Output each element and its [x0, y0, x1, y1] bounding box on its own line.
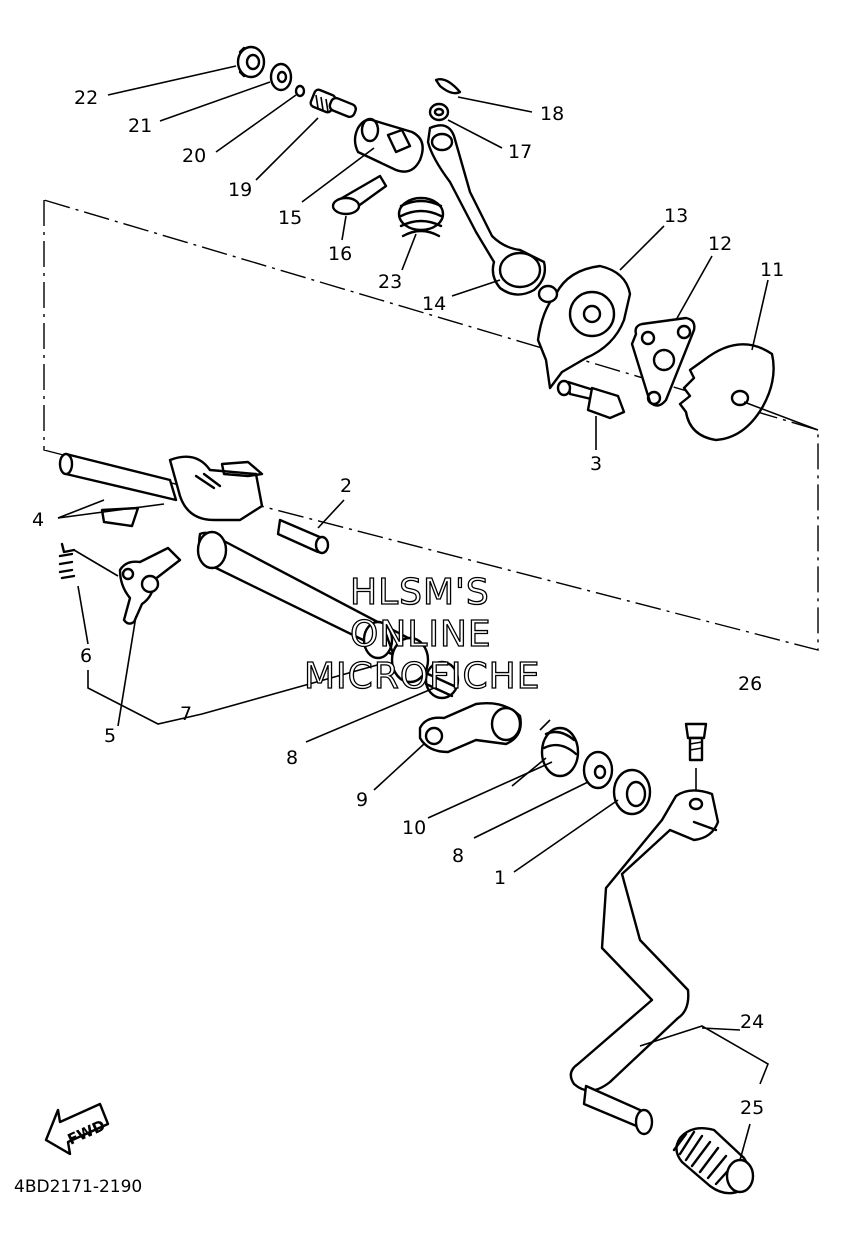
part-5-stopper-lever: [118, 546, 182, 625]
part-8-washer-2: [582, 750, 614, 790]
part-24-shift-pedal: [569, 789, 720, 1136]
callout-13: 13: [664, 205, 688, 227]
callout-labels: 22 21 20 19 18 17 15 16 23 14 13 12 11 3…: [32, 87, 784, 1119]
part-2-pin: [276, 518, 330, 555]
part-15-joint: [353, 117, 424, 173]
part-6-spring: [58, 542, 76, 580]
callout-3: 3: [590, 453, 602, 475]
callout-21: 21: [128, 115, 152, 137]
part-7-shift-shaft: [196, 530, 430, 684]
callout-17: 17: [508, 141, 532, 163]
callout-6: 6: [80, 645, 92, 667]
part-13-stopper-plate: [536, 264, 632, 390]
diagram-code: 4BD2171-2190: [14, 1177, 142, 1197]
callout-4: 4: [32, 509, 44, 531]
part-26-bolt: [684, 722, 708, 800]
part-3-pin: [556, 379, 626, 420]
part-18-cotter-pin: [434, 78, 462, 95]
callout-5: 5: [104, 725, 116, 747]
callout-9: 9: [356, 789, 368, 811]
part-23-spring: [397, 196, 445, 238]
watermark: HLSM'S ONLINE MICROFICHE: [303, 571, 540, 697]
watermark-line-3: MICROFICHE: [304, 656, 540, 697]
part-17-clip: [428, 102, 450, 122]
callout-12: 12: [708, 233, 732, 255]
callout-11: 11: [760, 259, 784, 281]
part-25-pedal-rubber: [672, 1127, 755, 1195]
part-12-plate: [630, 316, 696, 407]
callout-7: 7: [180, 703, 192, 725]
part-1-bushing: [612, 768, 652, 816]
callout-10: 10: [402, 817, 426, 839]
part-8-washer: [424, 660, 460, 700]
callout-25: 25: [740, 1097, 764, 1119]
callout-8b: 8: [452, 845, 464, 867]
callout-22: 22: [74, 87, 98, 109]
leader-lines: [57, 65, 819, 1161]
callout-24: 24: [740, 1011, 764, 1033]
callout-18: 18: [540, 103, 564, 125]
callout-15: 15: [278, 207, 302, 229]
part-19-bolt: [309, 88, 357, 119]
callout-16: 16: [328, 243, 352, 265]
callout-8: 8: [286, 747, 298, 769]
part-16-pin: [331, 174, 388, 216]
part-11-segment: [678, 343, 775, 442]
part-4-shift-drum: [58, 452, 264, 528]
callout-2: 2: [340, 475, 352, 497]
callout-1: 1: [494, 867, 506, 889]
part-10-spring: [511, 719, 580, 787]
part-9-lever: [418, 702, 522, 754]
watermark-line-2: ONLINE: [350, 614, 492, 655]
part-21-washer: [269, 62, 293, 92]
callout-23: 23: [378, 271, 402, 293]
callout-20: 20: [182, 145, 206, 167]
callout-19: 19: [228, 179, 252, 201]
watermark-line-1: HLSM'S: [350, 572, 490, 613]
part-20-washer: [294, 84, 306, 98]
callout-14: 14: [422, 293, 446, 315]
part-22-nut: [236, 45, 266, 79]
callout-26: 26: [738, 673, 762, 695]
fwd-arrow-icon: FWD: [44, 1102, 110, 1156]
part-14-shift-arm: [426, 124, 547, 296]
